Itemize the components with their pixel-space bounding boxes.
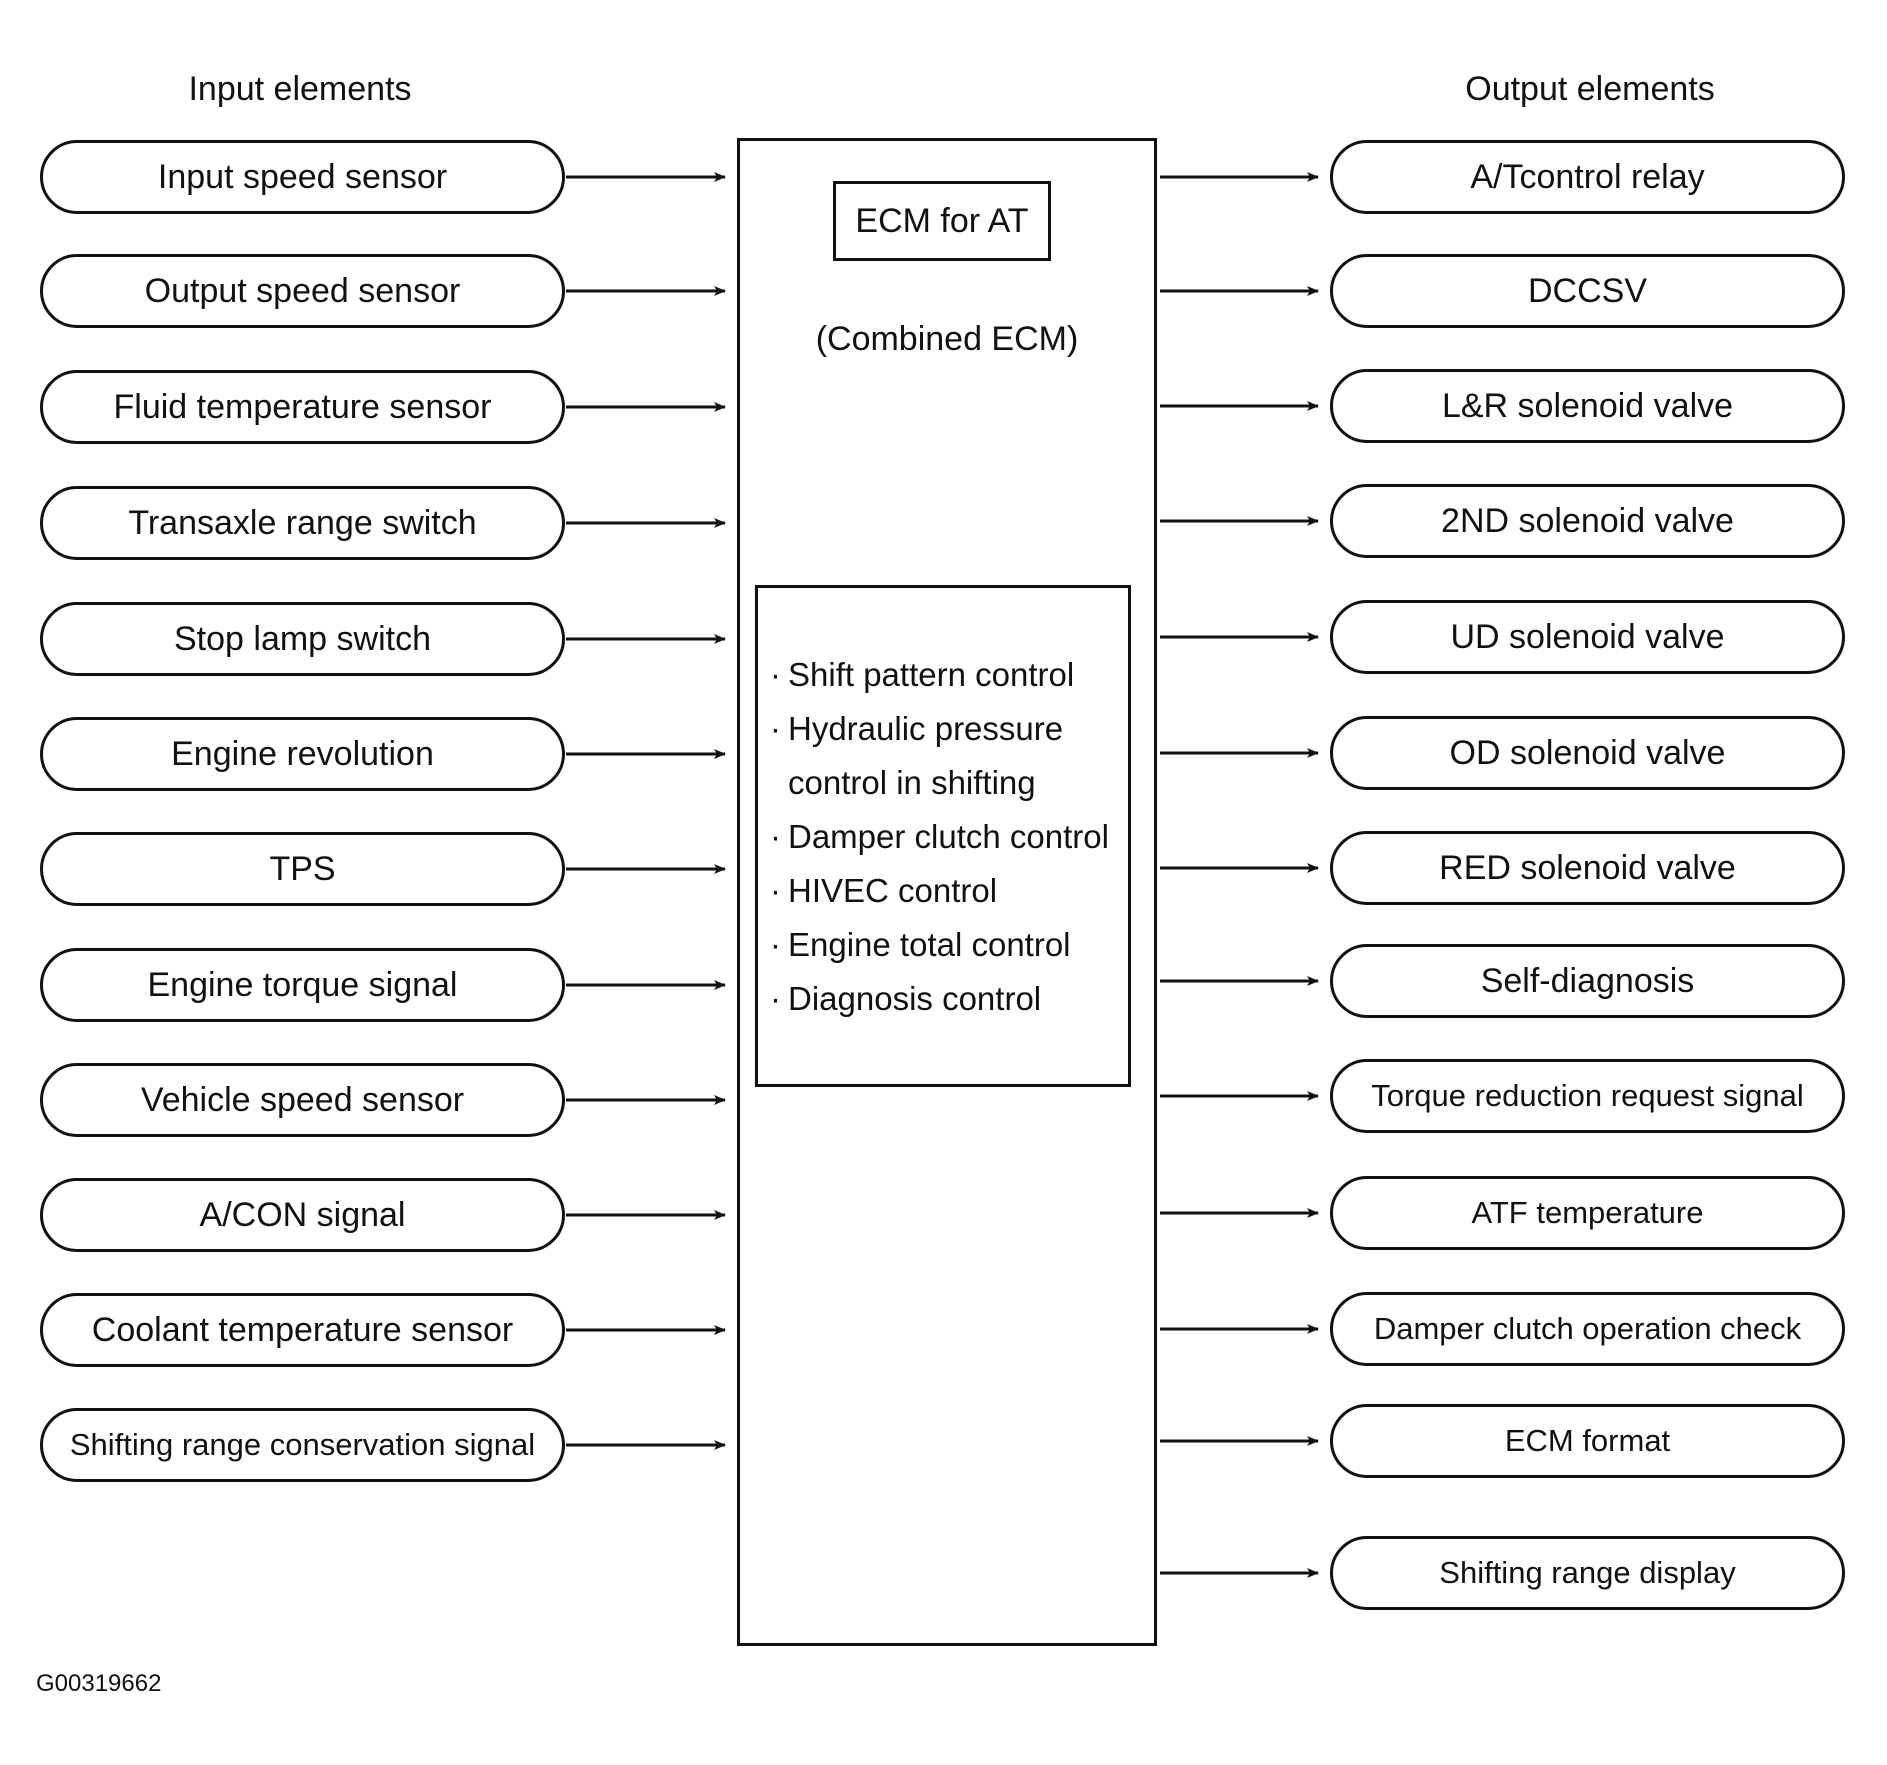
function-item: Damper clutch control: [770, 810, 1130, 864]
input-elements-heading: Input elements: [188, 70, 412, 108]
input-element: Transaxle range switch: [40, 486, 565, 560]
output-element: ATF temperature: [1330, 1176, 1845, 1250]
input-element: Input speed sensor: [40, 140, 565, 214]
output-element: DCCSV: [1330, 254, 1845, 328]
output-element: Torque reduction request signal: [1330, 1059, 1845, 1133]
input-element: Coolant temperature sensor: [40, 1293, 565, 1367]
output-element: ECM format: [1330, 1404, 1845, 1478]
function-item: Shift pattern control: [770, 648, 1130, 702]
input-element: Engine revolution: [40, 717, 565, 791]
input-element: A/CON signal: [40, 1178, 565, 1252]
output-element: 2ND solenoid valve: [1330, 484, 1845, 558]
output-elements-heading: Output elements: [1465, 70, 1715, 108]
input-element: Stop lamp switch: [40, 602, 565, 676]
input-element: Fluid temperature sensor: [40, 370, 565, 444]
output-element: Damper clutch operation check: [1330, 1292, 1845, 1366]
input-element: Vehicle speed sensor: [40, 1063, 565, 1137]
output-element: A/Tcontrol relay: [1330, 140, 1845, 214]
function-item: Hydraulic pressure: [770, 702, 1130, 756]
output-element: OD solenoid valve: [1330, 716, 1845, 790]
function-item: HIVEC control: [770, 864, 1130, 918]
figure-id: G00319662: [36, 1670, 162, 1697]
output-element: Shifting range display: [1330, 1536, 1845, 1610]
input-element: Output speed sensor: [40, 254, 565, 328]
input-element: Shifting range conservation signal: [40, 1408, 565, 1482]
ecm-title: ECM for AT: [833, 181, 1051, 261]
function-item: Diagnosis control: [770, 972, 1130, 1026]
ecm-functions-list: Shift pattern control Hydraulic pressure…: [770, 648, 1130, 1026]
ecm-block: [737, 138, 1157, 1646]
output-element: Self-diagnosis: [1330, 944, 1845, 1018]
output-element: RED solenoid valve: [1330, 831, 1845, 905]
input-element: TPS: [40, 832, 565, 906]
function-item: Engine total control: [770, 918, 1130, 972]
ecm-subtitle: (Combined ECM): [815, 320, 1079, 358]
input-element: Engine torque signal: [40, 948, 565, 1022]
output-element: UD solenoid valve: [1330, 600, 1845, 674]
output-element: L&R solenoid valve: [1330, 369, 1845, 443]
function-item-continued: control in shifting: [788, 764, 1036, 801]
